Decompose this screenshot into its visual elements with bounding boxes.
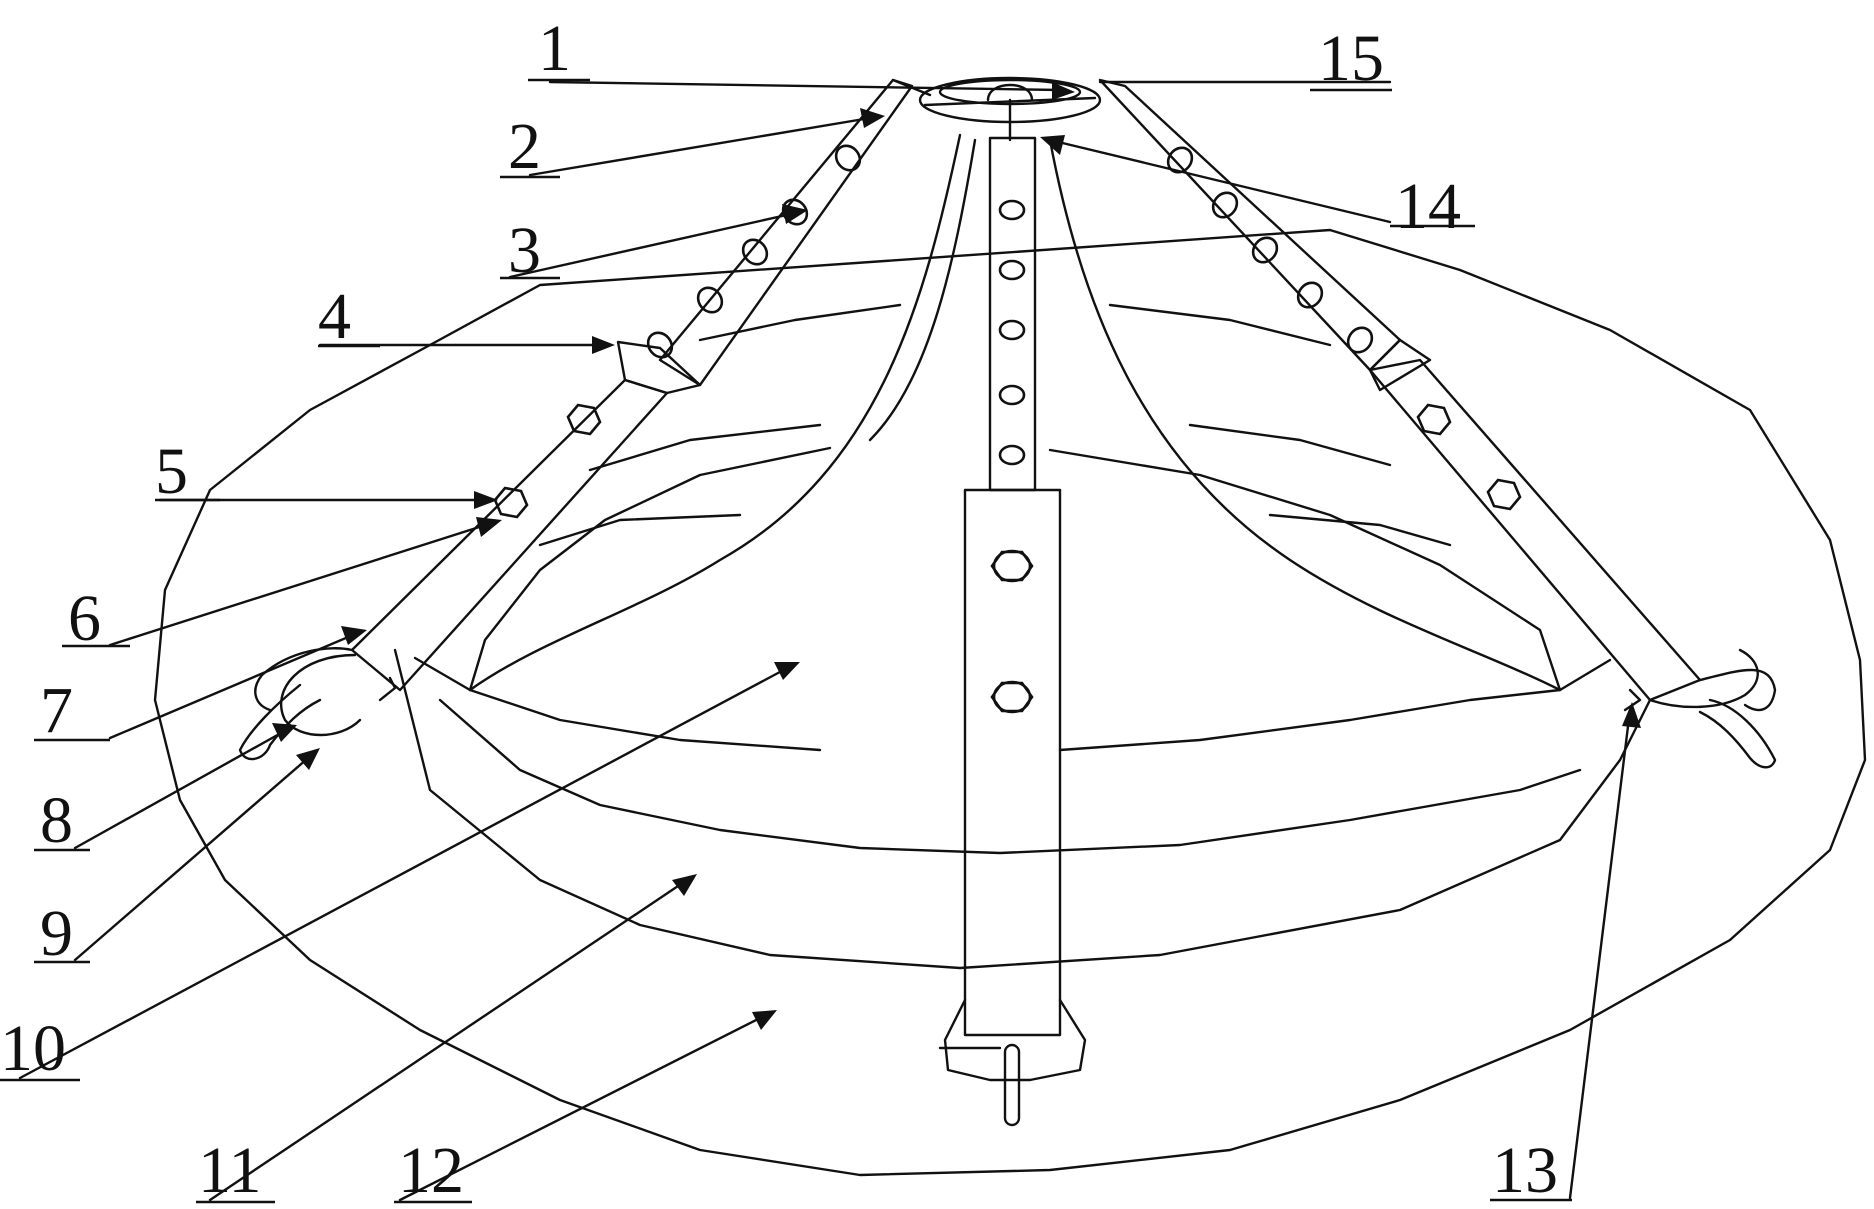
right-leg-bolt-lower [1486, 478, 1522, 511]
part-label-15: 15 [1318, 22, 1384, 95]
part-label-1: 1 [538, 12, 571, 85]
right-leg-bolt-upper [1416, 403, 1452, 436]
part-label-8: 8 [40, 784, 73, 857]
part-label-10: 10 [0, 1012, 66, 1085]
cone-band-low-right [1268, 513, 1452, 547]
part-label-9: 9 [40, 897, 73, 970]
right-foot-hook [1698, 698, 1777, 769]
right-foot-pad [1698, 668, 1777, 712]
part-label-12: 12 [398, 1134, 464, 1207]
part-label-7: 7 [40, 674, 73, 747]
inner-bowl-front-right [1058, 688, 1562, 752]
outer-base-ring [153, 228, 1867, 1177]
part-label-5: 5 [155, 435, 188, 508]
center-leg-upper-tube [988, 136, 1037, 492]
bowl-rim-right [1558, 658, 1612, 692]
right-leg-collar [1368, 338, 1432, 392]
middle-ring [393, 648, 1652, 970]
cone-right-side [1048, 138, 1562, 692]
left-foot-clamp [279, 653, 362, 737]
cone-inner-left [868, 138, 977, 442]
cone-band-mid-right [1188, 423, 1392, 467]
cone-band-upper-left [698, 303, 902, 342]
part-label-2: 2 [508, 110, 541, 183]
part-label-6: 6 [68, 582, 101, 655]
part-label-14: 14 [1395, 170, 1461, 243]
left-leg-upper-tube [658, 78, 914, 387]
left-foot-hook [238, 683, 322, 761]
hub-crossbar [923, 96, 1097, 107]
center-foot-pin [1003, 1043, 1021, 1127]
left-leg-lower-tube [350, 378, 669, 692]
part-label-4: 4 [318, 280, 351, 353]
right-leg-upper-tube [1098, 78, 1402, 372]
left-leg-bolt-upper [566, 403, 602, 436]
center-leg-lower-tube [963, 488, 1062, 1037]
inner-bowl-right-back [1048, 448, 1562, 692]
part-labels: 1 15 2 14 3 4 5 6 7 8 9 10 11 12 13 [0, 12, 1572, 1207]
center-leg-bolt-upper [990, 550, 1034, 582]
top-hub-cap [986, 83, 1034, 102]
center-leg-bolt-lower [990, 681, 1034, 713]
inner-bowl-front [468, 688, 822, 752]
left-leg-collar [616, 340, 702, 395]
base-inner-top-edge [438, 698, 1582, 855]
cone-band-mid-left [588, 423, 822, 472]
right-foot-clamp [1648, 648, 1759, 709]
right-leg-lower-tube [1368, 358, 1702, 702]
inner-bowl-back [468, 446, 832, 692]
cone-left-side [468, 133, 962, 692]
left-leg [238, 78, 932, 761]
part-label-3: 3 [508, 214, 541, 287]
part-label-11: 11 [198, 1134, 262, 1207]
cone-band-low-left [538, 513, 742, 547]
cone-band-upper-right [1108, 303, 1332, 347]
center-leg [938, 136, 1087, 1127]
left-foot-pad [254, 647, 354, 712]
center-foot [943, 998, 1087, 1082]
part-label-13: 13 [1492, 1134, 1558, 1207]
